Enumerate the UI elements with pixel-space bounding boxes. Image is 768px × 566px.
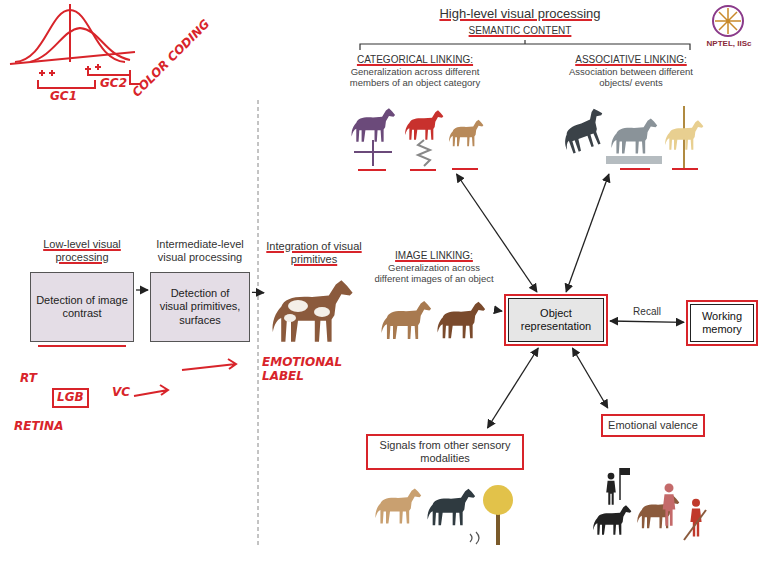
sensory-panel: Signals from other sensory modalities: [370, 430, 520, 560]
connector-arrow: [572, 348, 607, 408]
stage-box: Low-level visual processingDetection of …: [30, 238, 134, 342]
panel-text: Association between different objects/ e…: [556, 66, 706, 89]
level-heading: Intermediate-level visual processing: [150, 238, 250, 266]
separator: [258, 100, 259, 545]
hand-note: GC2: [100, 77, 127, 91]
image-views: [382, 301, 486, 339]
category-panel: CATEGORICAL LINKING:Generalization acros…: [345, 54, 485, 172]
panel-heading: Integration of visual primitives: [266, 240, 362, 266]
hand-note: GC1: [50, 90, 77, 104]
box-text: Object representation: [513, 307, 599, 333]
central-box: Object representation: [508, 298, 604, 342]
connector-arrow: [136, 289, 148, 290]
panel-text: Generalization across different members …: [345, 66, 485, 89]
stage-box: Intermediate-level visual processingDete…: [150, 238, 250, 342]
pinto-horse: [273, 280, 353, 342]
association-panel: ASSOCIATIVE LINKING:Association between …: [556, 54, 706, 172]
connector-arrow: [487, 348, 538, 428]
hand-note: RT: [20, 372, 37, 386]
section-subtitle: SEMANTIC CONTENT: [400, 25, 640, 37]
connector-arrow: [252, 292, 264, 294]
sensory-images: [375, 485, 513, 545]
memory-box: Working memory: [690, 304, 754, 342]
association-images: [557, 106, 704, 169]
process-box: Detection of image contrast: [30, 272, 134, 342]
connector-label: Recall: [631, 306, 663, 317]
panel-text: Generalization across different images o…: [370, 262, 498, 285]
bracket: [360, 40, 690, 50]
logo-text: NPTEL, IISc: [698, 39, 760, 48]
category-images: [352, 108, 484, 170]
connector-arrow: [500, 310, 502, 312]
emotion-images: [593, 468, 706, 540]
panel-heading: Emotional valence: [605, 418, 701, 433]
image-linking-panel: IMAGE LINKING:Generalization across diff…: [370, 250, 498, 350]
panel-heading: ASSOCIATIVE LINKING:: [556, 54, 706, 66]
panel-heading: Signals from other sensory modalities: [370, 438, 520, 466]
level-heading: Low-level visual processing: [30, 238, 134, 266]
hand-note: COLOR CODING: [130, 18, 213, 101]
hand-sketch: [10, 4, 140, 88]
hand-note: LGB: [52, 388, 89, 408]
connector-arrow: [610, 321, 684, 322]
panel-heading: IMAGE LINKING:: [370, 250, 498, 262]
process-box: Detection of visual primitives, surfaces: [150, 272, 250, 342]
logo: [713, 6, 743, 36]
section-title: High-level visual processing: [400, 7, 640, 22]
hand-note: RETINA: [14, 420, 63, 434]
integration-panel: Integration of visual primitives: [266, 240, 362, 350]
hand-note: EMOTIONAL LABEL: [262, 356, 362, 384]
connector-arrow: [566, 174, 609, 292]
emotion-panel: Emotional valence: [590, 410, 716, 560]
box-text: Working memory: [695, 310, 749, 336]
box-text: Detection of visual primitives, surfaces: [156, 287, 244, 327]
panel-heading: CATEGORICAL LINKING:: [345, 54, 485, 66]
box-text: Detection of image contrast: [36, 294, 128, 320]
hand-note: VC: [112, 386, 130, 400]
